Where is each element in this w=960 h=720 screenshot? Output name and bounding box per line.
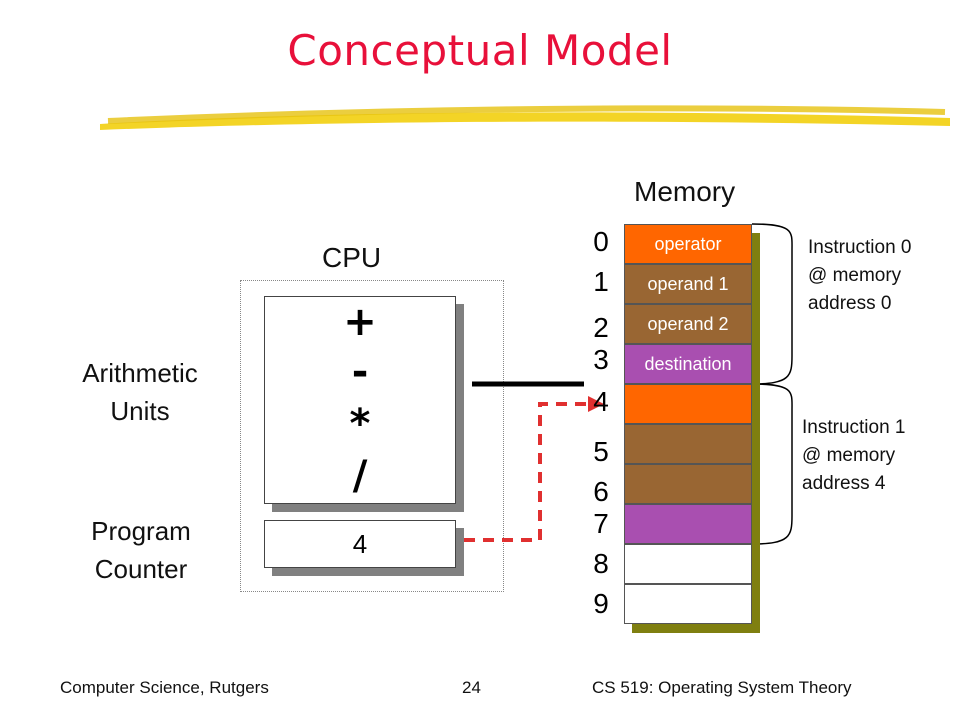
memory-address-7: 7 xyxy=(593,508,609,539)
instruction1-annotation: Instruction 1 @ memory address 4 xyxy=(802,414,906,498)
divide-operator: / xyxy=(352,453,368,499)
pc-pointer-arrowhead xyxy=(588,396,604,412)
footer-left: Computer Science, Rutgers xyxy=(60,678,269,697)
brace-instruction1 xyxy=(751,383,793,545)
slide-title: Conceptual Model xyxy=(287,26,673,75)
instruction1-line3: address 4 xyxy=(802,473,886,494)
instruction0-annotation: Instruction 0 @ memory address 0 xyxy=(808,234,912,318)
footer-right: CS 519: Operating System Theory xyxy=(592,678,852,697)
memory-label: Memory xyxy=(634,176,736,207)
memory-cell-1: operand 1 xyxy=(624,264,752,304)
pc-label-line2: Counter xyxy=(94,554,188,584)
memory-cell-0: operator xyxy=(624,224,752,264)
minus-operator: - xyxy=(351,349,369,395)
memory-address-9: 9 xyxy=(593,588,609,619)
instruction0-line2: @ memory xyxy=(808,265,902,286)
memory-address-2: 2 xyxy=(593,312,609,343)
arithmetic-units-label: Arithmetic Units xyxy=(60,354,220,430)
memory-cell-5 xyxy=(624,424,752,464)
memory-address-0: 0 xyxy=(593,226,609,257)
memory-cell-4 xyxy=(624,384,752,424)
program-counter-value: 4 xyxy=(264,520,456,568)
footer-page-number: 24 xyxy=(462,678,481,697)
cpu-label: CPU xyxy=(322,242,382,273)
memory-address-8: 8 xyxy=(593,548,609,579)
instruction1-line2: @ memory xyxy=(802,445,896,466)
memory-cell-8 xyxy=(624,544,752,584)
pc-label-line1: Program xyxy=(91,516,191,546)
memory-cell-6 xyxy=(624,464,752,504)
memory-address-5: 5 xyxy=(593,436,609,467)
memory-cell-9 xyxy=(624,584,752,624)
arithmetic-label-line1: Arithmetic xyxy=(82,358,198,388)
multiply-operator: * xyxy=(349,401,371,447)
title-highlight xyxy=(100,105,950,130)
memory-address-1: 1 xyxy=(593,266,609,297)
program-counter-label: Program Counter xyxy=(66,512,216,588)
pc-pointer-arrow xyxy=(464,402,594,542)
instruction1-line1: Instruction 1 xyxy=(802,417,906,438)
arithmetic-label-line2: Units xyxy=(110,396,170,426)
memory-address-3: 3 xyxy=(593,344,609,375)
memory-cell-3: destination xyxy=(624,344,752,384)
instruction0-line3: address 0 xyxy=(808,293,892,314)
memory-address-4: 4 xyxy=(593,386,609,417)
memory-cell-2: operand 2 xyxy=(624,304,752,344)
brace-instruction0 xyxy=(751,223,793,385)
plus-operator: + xyxy=(343,299,377,345)
memory-cell-7 xyxy=(624,504,752,544)
memory-address-6: 6 xyxy=(593,476,609,507)
instruction0-line1: Instruction 0 xyxy=(808,237,912,258)
arithmetic-units-box: + - * / xyxy=(264,296,456,504)
cpu-box xyxy=(240,280,504,592)
